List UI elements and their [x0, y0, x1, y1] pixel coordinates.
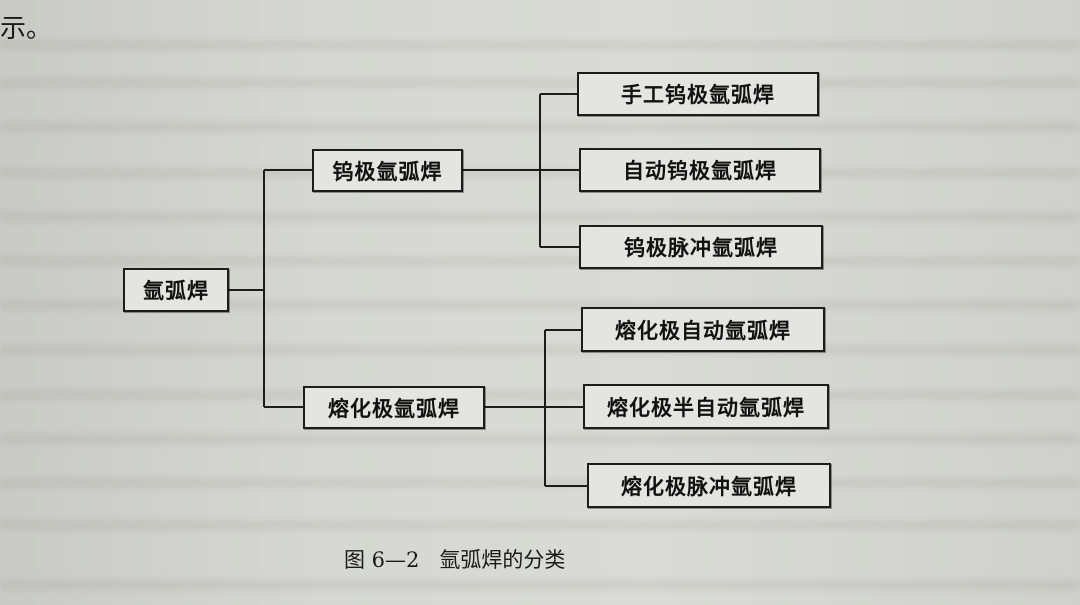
page-text-fragment: 示。: [0, 14, 53, 44]
bleed-through-line: [0, 40, 1080, 50]
bleed-through-line: [0, 580, 1080, 590]
bleed-through-line: [0, 78, 1080, 88]
node-tungsten-arc: 钨极氩弧焊: [312, 149, 463, 192]
bleed-through-line: [0, 256, 1080, 266]
bleed-through-line: [0, 434, 1080, 444]
node-root: 氩弧焊: [123, 268, 229, 312]
node-auto-tungsten: 自动钨极氩弧焊: [579, 148, 821, 192]
node-consumable-arc: 熔化极氩弧焊: [303, 386, 485, 429]
bleed-through-line: [0, 478, 1080, 488]
bleed-through-line: [0, 520, 1080, 530]
node-auto-consumable: 熔化极自动氩弧焊: [581, 307, 825, 352]
figure-caption: 图 6—2 氩弧焊的分类: [344, 548, 566, 572]
bleed-through-line: [0, 345, 1080, 355]
bleed-through-line: [0, 390, 1080, 400]
bleed-through-line: [0, 300, 1080, 310]
node-pulse-tungsten: 钨极脉冲氩弧焊: [579, 225, 823, 269]
node-manual-tungsten: 手工钨极氩弧焊: [577, 72, 819, 116]
node-pulse-consumable: 熔化极脉冲氩弧焊: [587, 463, 831, 508]
node-semiauto-consumable: 熔化极半自动氩弧焊: [583, 384, 829, 429]
